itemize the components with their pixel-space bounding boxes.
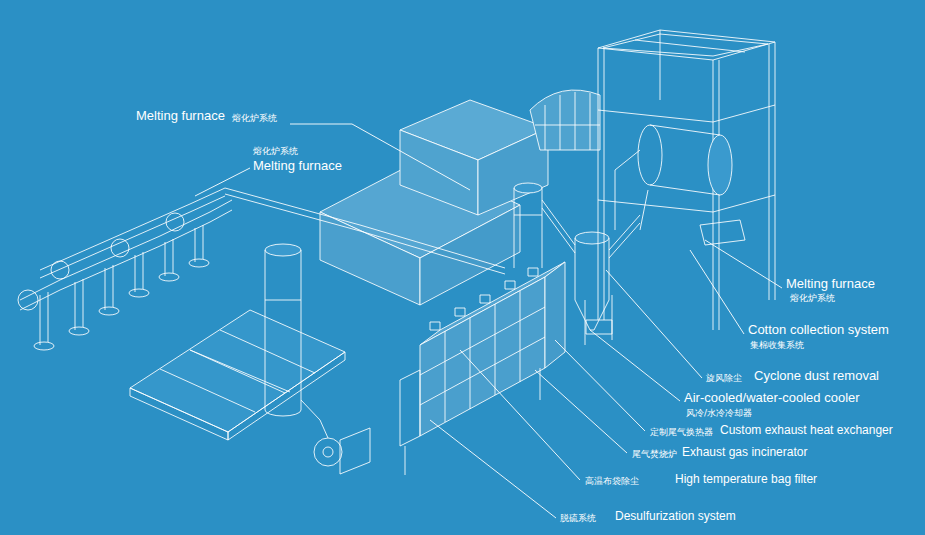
callout-label: High temperature bag filter (675, 473, 817, 487)
chinese-label: 风冷/水冷冷却器 (686, 408, 752, 418)
chinese-label: 旋风除尘 (706, 373, 742, 383)
chinese-label: 高温布袋除尘 (585, 476, 639, 486)
chinese-label: 集棉收集系统 (750, 340, 804, 350)
chinese-label: 熔化炉系统 (790, 293, 835, 303)
callout-label: Custom exhaust heat exchanger (720, 424, 893, 438)
callout-label: Melting furnace (136, 109, 225, 124)
callout-label: Cotton collection system (748, 323, 889, 338)
chinese-label: 熔化炉系统 (232, 113, 277, 123)
chinese-label: 熔化炉系统 (253, 146, 298, 156)
chinese-label: 尾气焚烧炉 (632, 449, 677, 459)
callout-label: Air-cooled/water-cooled cooler (684, 391, 860, 406)
callout-label: Melting furnace (253, 159, 342, 174)
callout-label: Exhaust gas incinerator (682, 446, 807, 460)
callout-label: Desulfurization system (615, 510, 736, 524)
callout-label: Melting furnace (786, 277, 875, 292)
callout-label: Cyclone dust removal (754, 369, 879, 384)
chinese-label: 脱硫系统 (560, 513, 596, 523)
chinese-label: 定制尾气换热器 (650, 427, 713, 437)
